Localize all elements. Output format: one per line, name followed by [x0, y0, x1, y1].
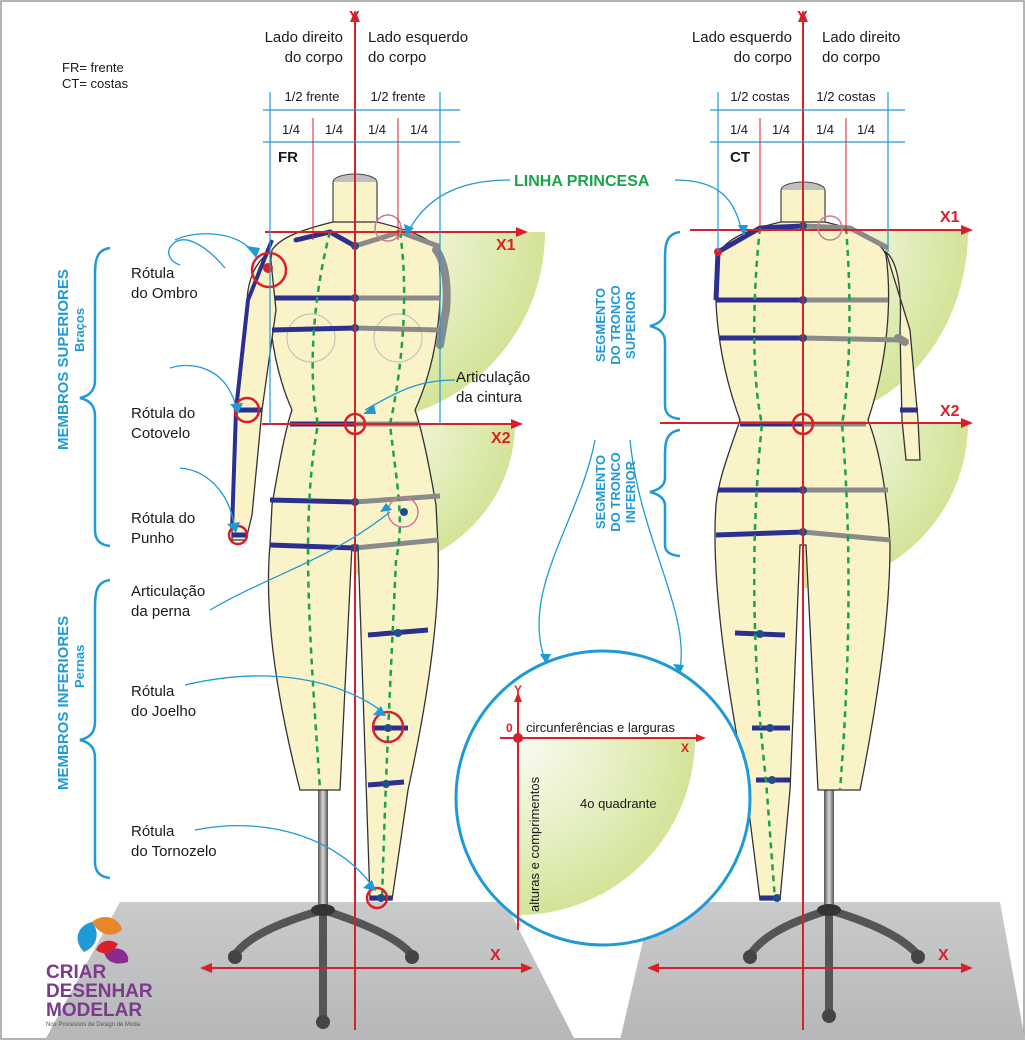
- knee-label-l1: Rótula: [131, 683, 175, 700]
- shoulder-label-l2: do Ombro: [131, 285, 198, 302]
- inset-quadrant-label: 4o quadrante: [580, 796, 657, 811]
- waist-label-l2: da cintura: [456, 389, 523, 406]
- elbow-label-l1: Rótula do: [131, 405, 195, 422]
- logo-tagline: Nos Processos de Design de Moda: [46, 1022, 141, 1028]
- front-quarter-3: 1/4: [368, 122, 386, 137]
- ankle-label-l2: do Tornozelo: [131, 843, 217, 860]
- back-quarter-2: 1/4: [772, 122, 790, 137]
- back-quarter-1: 1/4: [730, 122, 748, 137]
- front-side-right-l1: Lado direito: [265, 29, 343, 46]
- legend-fr: FR= frente: [62, 60, 124, 75]
- wrist-label-l1: Rótula do: [131, 510, 195, 527]
- upper-limbs-title: MEMBROS SUPERIORES: [55, 269, 72, 450]
- front-side-left-l2: do corpo: [368, 49, 426, 66]
- legend-ct: CT= costas: [62, 76, 129, 91]
- upper-limbs-sub: Braços: [72, 308, 87, 352]
- back-side-right-l2: do corpo: [822, 49, 880, 66]
- lower-trunk-l1: SEGMENTO: [593, 455, 608, 529]
- front-half-2: 1/2 frente: [371, 89, 426, 104]
- back-x2-label: X2: [940, 403, 960, 420]
- front-y-label: Y: [349, 9, 360, 26]
- lower-trunk-l2: DO TRONCO: [608, 452, 623, 531]
- front-side-left-l1: Lado esquerdo: [368, 29, 468, 46]
- back-x1-label: X1: [940, 209, 960, 226]
- upper-trunk-l2: DO TRONCO: [608, 285, 623, 364]
- upper-trunk-l3: SUPERIOR: [623, 290, 638, 359]
- back-half-1: 1/2 costas: [730, 89, 790, 104]
- inset-side-label: alturas e comprimentos: [527, 776, 542, 912]
- ankle-label-l1: Rótula: [131, 823, 175, 840]
- front-half-1: 1/2 frente: [285, 89, 340, 104]
- lower-trunk-l3: INFERIOR: [623, 460, 638, 523]
- lower-limbs-title: MEMBROS INFERIORES: [55, 616, 72, 790]
- back-side-right-l1: Lado direito: [822, 29, 900, 46]
- back-side-left-l1: Lado esquerdo: [692, 29, 792, 46]
- back-half-2: 1/2 costas: [816, 89, 876, 104]
- inset-y-label: Y: [514, 683, 522, 697]
- front-x1-label: X1: [496, 237, 516, 254]
- back-side-left-l2: do corpo: [734, 49, 792, 66]
- front-x-label: X: [490, 947, 501, 964]
- upper-trunk-l1: SEGMENTO: [593, 288, 608, 362]
- shoulder-label-l1: Rótula: [131, 265, 175, 282]
- inset-x-label: X: [681, 741, 689, 755]
- logo-line-2: DESENHAR: [46, 981, 153, 1002]
- wrist-label-l2: Punho: [131, 530, 174, 547]
- leg-label-l1: Articulação: [131, 583, 205, 600]
- front-x2-label: X2: [491, 430, 511, 447]
- princess-line-label: LINHA PRINCESA: [514, 173, 650, 190]
- back-quarter-4: 1/4: [857, 122, 875, 137]
- knee-label-l2: do Joelho: [131, 703, 196, 720]
- lower-limbs-sub: Pernas: [72, 645, 87, 688]
- elbow-label-l2: Cotovelo: [131, 425, 190, 442]
- back-y-label: Y: [797, 9, 808, 26]
- front-side-right-l2: do corpo: [285, 49, 343, 66]
- leg-label-l2: da perna: [131, 603, 191, 620]
- front-quarter-1: 1/4: [282, 122, 300, 137]
- waist-label-l1: Articulação: [456, 369, 530, 386]
- front-quarter-4: 1/4: [410, 122, 428, 137]
- logo-line-3: MODELAR: [46, 1000, 142, 1021]
- inset-top-label: circunferências e larguras: [526, 720, 675, 735]
- back-x-label: X: [938, 947, 949, 964]
- front-quarter-2: 1/4: [325, 122, 343, 137]
- front-code: FR: [278, 149, 298, 166]
- back-quarter-3: 1/4: [816, 122, 834, 137]
- logo-line-1: CRIAR: [46, 962, 106, 983]
- inset-origin-label: 0: [506, 721, 513, 735]
- back-code: CT: [730, 149, 750, 166]
